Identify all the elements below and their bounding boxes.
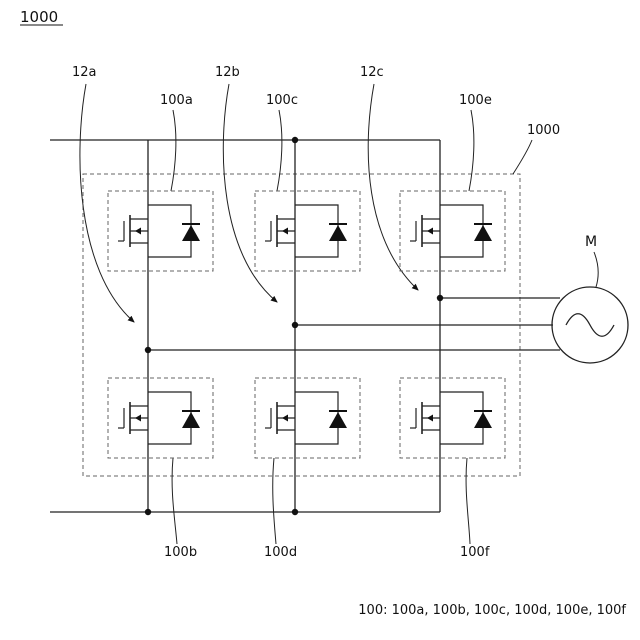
ac-wave-icon (566, 314, 614, 337)
junction-dot (145, 509, 151, 515)
switch-cell-100e (400, 191, 505, 271)
phase-arrow-12b (223, 84, 277, 302)
switch-loop-wire (148, 392, 191, 444)
switch-cell-100d (255, 378, 360, 458)
transistor-arrow-icon (427, 415, 433, 422)
switch-label-100d: 100d (264, 545, 297, 560)
switch-loop-wire (440, 205, 483, 257)
motor-label: M (585, 234, 597, 250)
switch-label-100c: 100c (266, 93, 298, 108)
phase-arrow-12a (80, 84, 134, 322)
junction-dot (437, 295, 443, 301)
junction-dot (292, 137, 298, 143)
phase-arrow-12c (368, 84, 418, 290)
switch-cell-100b (108, 378, 213, 458)
phase-label-12c: 12c (360, 65, 384, 80)
diode-icon (474, 225, 492, 241)
junction-dot (292, 322, 298, 328)
switch-cell-100a (108, 191, 213, 271)
transistor-arrow-icon (282, 228, 288, 235)
phase-label-12b: 12b (215, 65, 240, 80)
switch-label-100b: 100b (164, 545, 197, 560)
transistor-arrow-icon (282, 415, 288, 422)
module-label: 1000 (527, 123, 560, 138)
switch-loop-wire (440, 392, 483, 444)
motor-leader-line (594, 252, 598, 287)
switch-label-100f: 100f (460, 545, 490, 560)
transistor-arrow-icon (135, 228, 141, 235)
transistor-arrow-icon (135, 415, 141, 422)
leader-100f (466, 458, 470, 544)
diode-icon (474, 412, 492, 428)
diode-icon (182, 412, 200, 428)
switch-cell-100f (400, 378, 505, 458)
diode-icon (329, 412, 347, 428)
junction-dot (292, 509, 298, 515)
switch-label-100a: 100a (160, 93, 193, 108)
switch-label-100e: 100e (459, 93, 492, 108)
legend-note: 100: 100a, 100b, 100c, 100d, 100e, 100f (358, 603, 626, 618)
transistor-arrow-icon (427, 228, 433, 235)
leader-100d (273, 458, 276, 544)
figure-number: 1000 (20, 8, 58, 26)
leader-100b (172, 458, 177, 544)
leader-100a (171, 110, 176, 191)
switch-loop-wire (148, 205, 191, 257)
diode-icon (329, 225, 347, 241)
switch-loop-wire (295, 205, 338, 257)
switch-loop-wire (295, 392, 338, 444)
junction-dot (145, 347, 151, 353)
module-leader-line (513, 140, 532, 174)
leader-100c (277, 110, 282, 191)
leader-100e (469, 110, 474, 191)
diode-icon (182, 225, 200, 241)
phase-label-12a: 12a (72, 65, 97, 80)
switch-cell-100c (255, 191, 360, 271)
